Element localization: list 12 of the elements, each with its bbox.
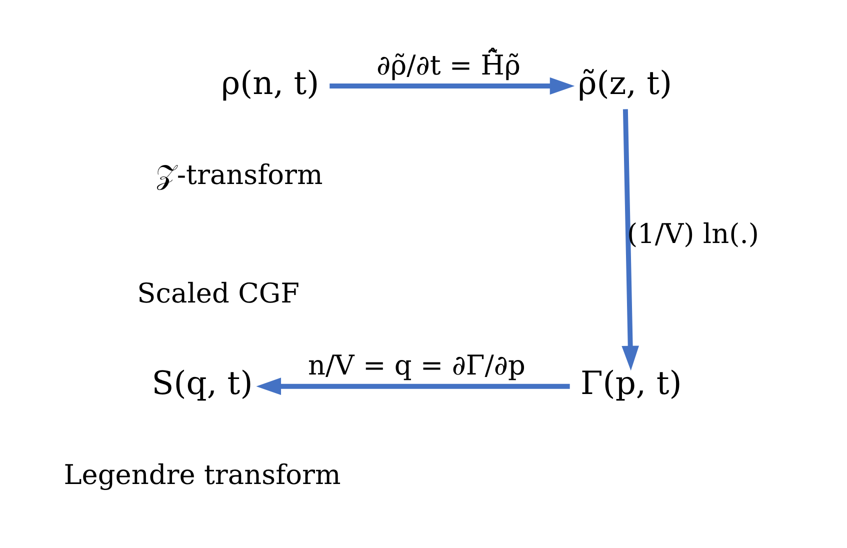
node-text: S(q, t) <box>151 364 252 402</box>
arrow <box>256 378 570 396</box>
edge-label: n/V = q = ∂Γ/∂p <box>308 350 525 382</box>
label: 𝒵-transform <box>155 160 322 191</box>
arrow <box>329 77 574 95</box>
label: Legendre transform <box>63 460 340 492</box>
arrow <box>621 109 638 371</box>
edge-label: ∂ρ̃/∂t = H̃̂ρ̃ <box>376 50 520 82</box>
node-text: ρ̃(z, t) <box>577 64 672 102</box>
node-text: ρ(n, t) <box>220 64 319 102</box>
node-text: Γ(p, t) <box>580 364 682 402</box>
label: Scaled CGF <box>136 278 299 310</box>
